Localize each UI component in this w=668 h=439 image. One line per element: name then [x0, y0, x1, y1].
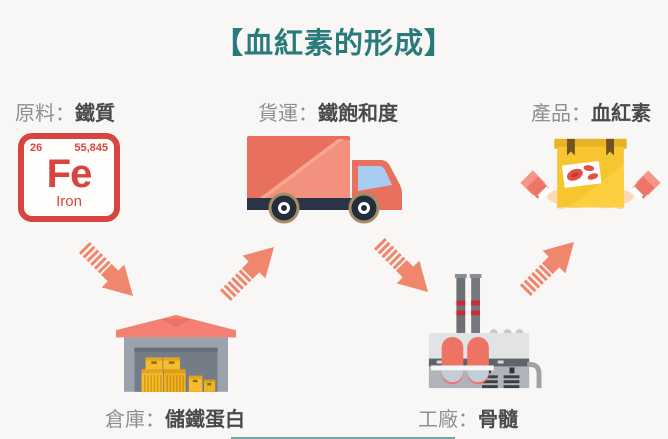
atomic-number: 26 [30, 142, 43, 154]
arrow-up-right-icon [519, 241, 575, 297]
factory-label-prefix: 工廠： [418, 409, 478, 431]
raw-material-label: 原料：鐵質 [15, 97, 115, 126]
arrow-down-right-icon [373, 237, 429, 293]
bottom-accent-line [231, 437, 455, 439]
raw-material-label-name: 鐵質 [75, 103, 115, 125]
product-label-prefix: 產品： [531, 103, 591, 125]
warehouse-label: 倉庫：儲鐵蛋白 [105, 403, 245, 432]
freight-label: 貨運：鐵飽和度 [258, 97, 398, 126]
factory-label: 工廠：骨髓 [418, 403, 518, 432]
factory-label-name: 骨髓 [478, 409, 518, 431]
periodic-element-iron-icon: 26 55,845 Fe Iron [18, 133, 120, 222]
page-title: 【血紅素的形成】 [213, 28, 454, 60]
hands-holding-box-icon [520, 138, 661, 210]
warehouse-label-name: 儲鐵蛋白 [165, 409, 245, 431]
freight-label-prefix: 貨運： [258, 103, 318, 125]
arrow-up-right-icon [219, 246, 275, 302]
factory-building-icon [428, 274, 542, 389]
product-label: 產品：血紅素 [531, 97, 651, 126]
freight-label-name: 鐵飽和度 [318, 103, 398, 125]
arrow-down-right-icon [78, 241, 134, 297]
delivery-truck-icon [247, 136, 402, 224]
warehouse-crates-icon [116, 315, 236, 392]
warehouse-label-prefix: 倉庫： [105, 409, 165, 431]
raw-material-label-prefix: 原料： [15, 103, 75, 125]
element-symbol: Fe [46, 152, 93, 196]
product-label-name: 血紅素 [591, 103, 651, 125]
atomic-mass: 55,845 [74, 142, 108, 154]
element-name: Iron [56, 193, 82, 210]
